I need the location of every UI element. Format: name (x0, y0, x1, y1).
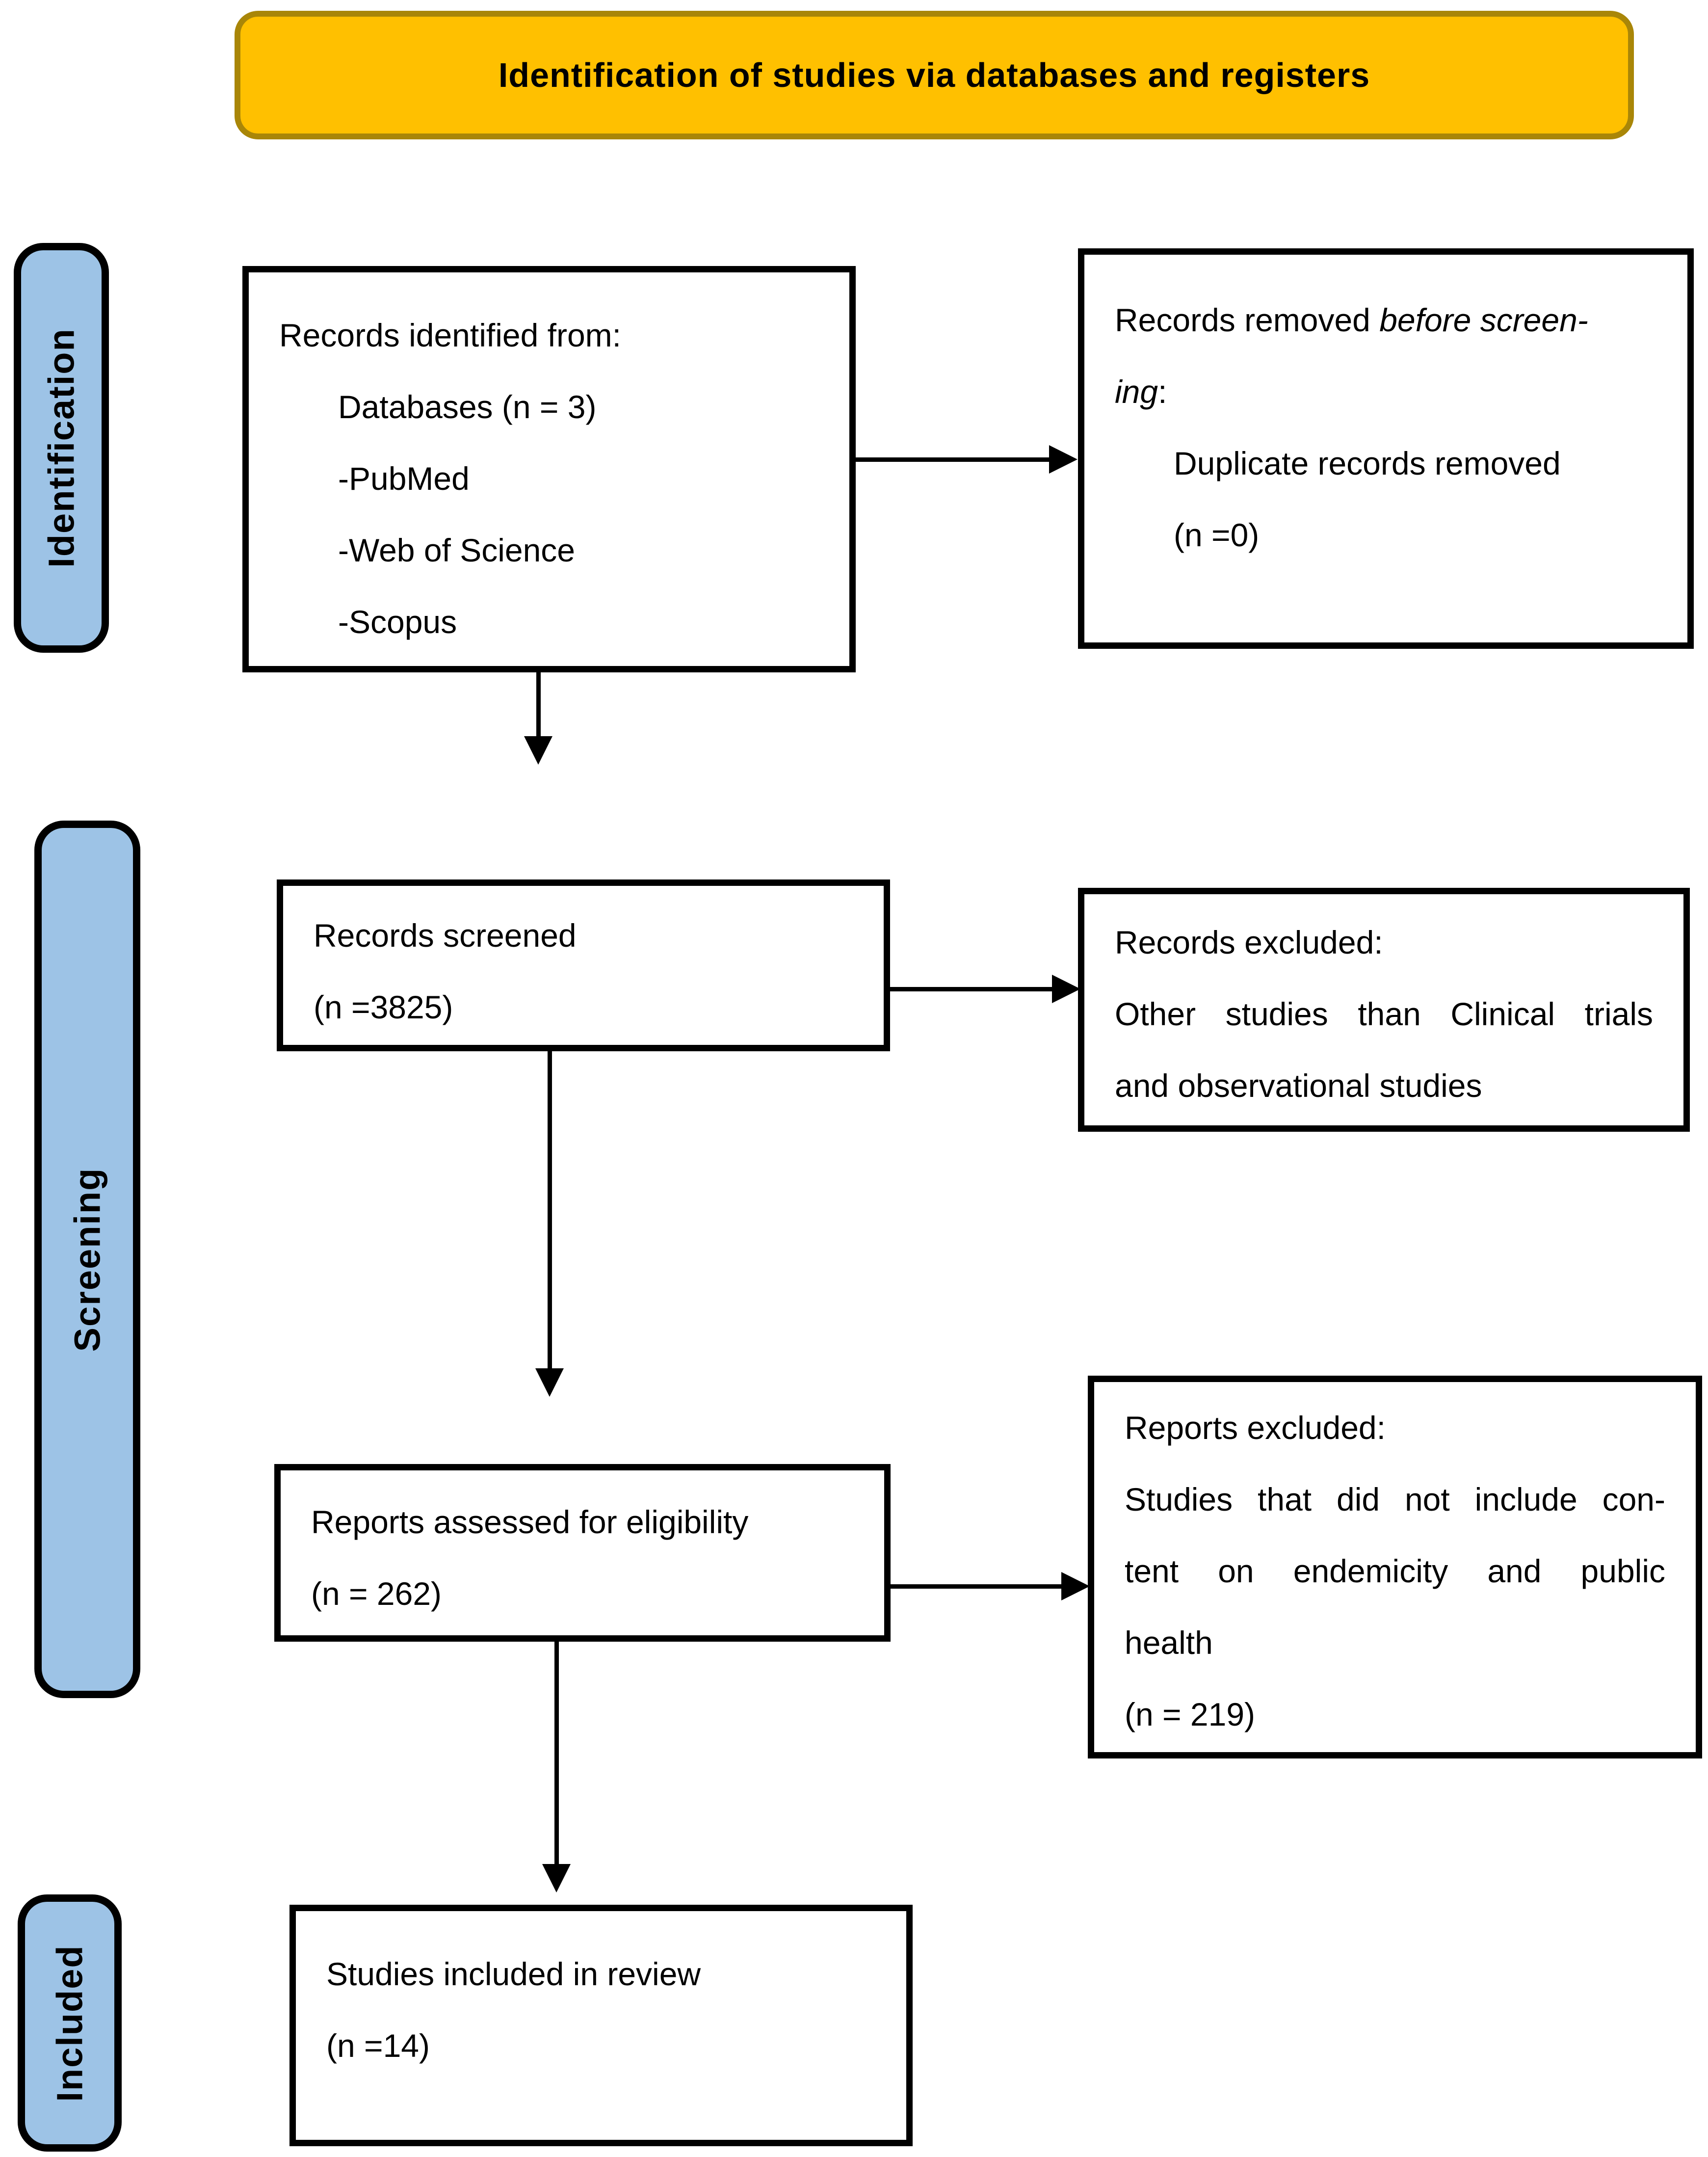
arrow-screened-to-excluded-head-icon (1052, 975, 1080, 1003)
reports-assessed-count: (n = 262) (311, 1575, 442, 1612)
records-identified-scopus: -Scopus (338, 604, 457, 640)
box-reports-excluded: Reports excluded: Studies that did not i… (1088, 1376, 1702, 1758)
reports-assessed-title: Reports assessed for eligibility (311, 1504, 749, 1540)
studies-included-count: (n =14) (326, 2027, 430, 2064)
records-excluded-reason-line1: Other studies than Clinical trials (1115, 996, 1653, 1032)
arrow-assessed-to-included-line (554, 1642, 559, 1865)
reports-excluded-count: (n = 219) (1125, 1696, 1255, 1732)
records-removed-duplicates: Duplicate records removed (1174, 445, 1561, 481)
arrow-screened-to-assessed-head-icon (535, 1368, 564, 1397)
arrow-assessed-to-excluded-line (891, 1584, 1061, 1589)
records-removed-regular2: : (1158, 373, 1167, 410)
stage-label-included-text: Included (49, 1944, 90, 2102)
arrow-screened-to-excluded-line (890, 987, 1052, 991)
arrow-assessed-to-excluded-head-icon (1061, 1572, 1090, 1600)
records-removed-italic1: before screen- (1379, 302, 1588, 338)
records-identified-web-of-science: -Web of Science (338, 532, 576, 568)
stage-label-included: Included (18, 1894, 122, 2152)
studies-included-title: Studies included in review (326, 1956, 701, 1992)
records-screened-title: Records screened (314, 917, 577, 954)
records-removed-count: (n =0) (1174, 517, 1260, 553)
stage-label-screening: Screening (34, 821, 140, 1698)
header-banner: Identification of studies via databases … (235, 11, 1634, 139)
records-excluded-title: Records excluded: (1115, 924, 1383, 960)
records-removed-italic2: ing (1115, 373, 1158, 410)
reports-excluded-reason-line2: tent on endemicity and public (1125, 1553, 1665, 1589)
records-screened-count: (n =3825) (314, 989, 453, 1025)
arrow-identified-to-screened-head-icon (524, 736, 552, 765)
records-identified-title: Records identified from: (279, 317, 621, 353)
box-studies-included: Studies included in review (n =14) (289, 1905, 913, 2146)
reports-excluded-reason-line1: Studies that did not include con- (1125, 1481, 1665, 1518)
box-records-removed: Records removed before screen- ing: Dupl… (1078, 248, 1694, 649)
records-removed-title-line1: Records removed before screen- (1084, 284, 1687, 356)
records-excluded-reason-line2: and observational studies (1115, 1067, 1482, 1104)
records-identified-pubmed: -PubMed (338, 460, 470, 497)
reports-excluded-reason-line3: health (1125, 1624, 1213, 1661)
arrow-identified-to-removed-head-icon (1049, 445, 1077, 474)
arrow-screened-to-assessed-line (548, 1051, 552, 1369)
stage-label-screening-text: Screening (67, 1167, 108, 1352)
box-reports-assessed: Reports assessed for eligibility (n = 26… (274, 1464, 891, 1642)
arrow-assessed-to-included-head-icon (542, 1864, 571, 1892)
arrow-identified-to-screened-line (536, 672, 541, 737)
stage-label-identification-text: Identification (41, 328, 82, 568)
stage-label-identification: Identification (14, 243, 109, 653)
box-records-screened: Records screened (n =3825) (277, 879, 890, 1051)
page-title: Identification of studies via databases … (498, 56, 1370, 94)
records-removed-title-line2: ing: (1084, 356, 1687, 427)
arrow-identified-to-removed-line (856, 457, 1049, 462)
records-removed-regular1: Records removed (1115, 302, 1380, 338)
box-records-excluded: Records excluded: Other studies than Cli… (1078, 888, 1690, 1132)
box-records-identified: Records identified from: Databases (n = … (242, 266, 856, 672)
reports-excluded-title: Reports excluded: (1125, 1410, 1386, 1446)
records-identified-databases: Databases (n = 3) (338, 389, 597, 425)
